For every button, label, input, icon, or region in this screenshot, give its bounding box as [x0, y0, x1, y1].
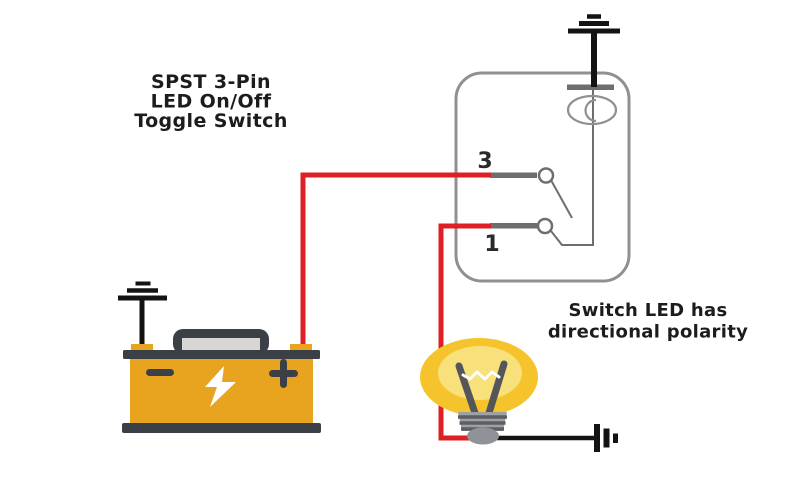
pin3-label: 3: [477, 149, 492, 174]
annotation-line-2: directional polarity: [548, 322, 748, 343]
switch-lever: [550, 180, 573, 219]
toggle-switch-symbol: 3 1: [454, 71, 631, 283]
battery-symbol: [122, 329, 321, 433]
lightning-bolt-icon: [205, 366, 236, 407]
battery-positive-symbol-v: [280, 359, 287, 388]
annotation-line-1: Switch LED has: [569, 300, 728, 321]
pin1-label: 1: [484, 232, 499, 257]
battery-positive-post: [290, 344, 312, 351]
filament-wire: [461, 370, 501, 381]
ground-symbol-bulb: [594, 424, 618, 452]
battery-bottom-bar: [122, 423, 321, 433]
switch-internal-wire: [550, 90, 594, 246]
battery-negative-symbol: [146, 369, 174, 376]
filament-support-left: [455, 362, 479, 417]
wire-pin1-to-bulb: [438, 223, 491, 441]
switch-led-lamp-icon: [566, 94, 618, 126]
title-line-3: Toggle Switch: [134, 110, 288, 132]
title-line-2: LED On/Off: [151, 91, 272, 113]
wires: [139, 172, 597, 441]
polarity-annotation: Switch LED has directional polarity: [548, 300, 748, 343]
ground-symbol-battery: [118, 281, 167, 301]
pin1-terminal: [490, 223, 537, 229]
wire-pin3-to-battery: [300, 172, 491, 352]
bulb-contact-tip: [467, 427, 499, 445]
battery-top-bar: [123, 350, 320, 359]
diagram-title: SPST 3-Pin LED On/Off Toggle Switch: [134, 71, 288, 132]
pin3-terminal: [490, 172, 537, 178]
light-bulb-symbol: [420, 338, 538, 445]
pin1-contact: [536, 217, 554, 235]
battery-negative-post: [131, 344, 153, 351]
pin3-contact: [537, 167, 555, 184]
filament-support-right: [485, 360, 508, 417]
switch-top-terminal: [567, 84, 614, 90]
title-line-1: SPST 3-Pin: [151, 71, 271, 93]
switch-led-inner-arc: [584, 98, 597, 123]
ground-symbol-switch: [568, 14, 620, 87]
